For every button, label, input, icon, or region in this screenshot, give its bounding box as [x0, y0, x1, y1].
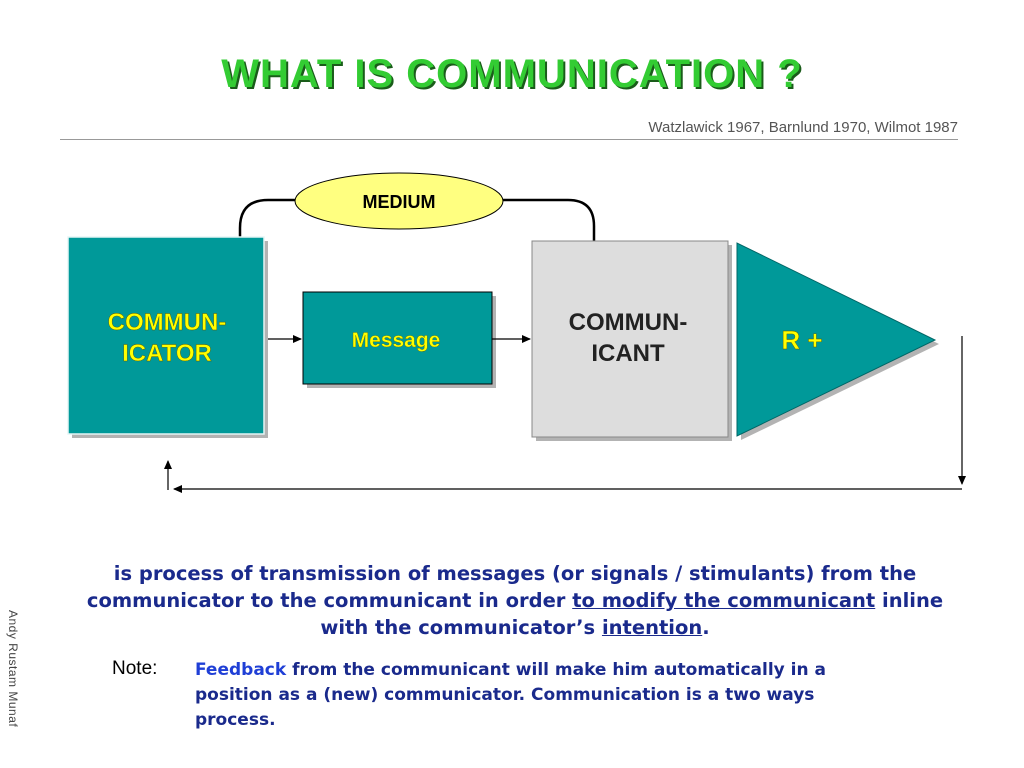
title-divider: [60, 139, 958, 140]
medium-link-right: [503, 198, 596, 256]
note-highlight: Feedback: [195, 660, 287, 680]
citation: Watzlawick 1967, Barnlund 1970, Wilmot 1…: [648, 119, 958, 136]
medium-ellipse: [294, 172, 504, 230]
definition-underline2: intention: [601, 616, 703, 639]
definition-part3: .: [702, 616, 710, 639]
medium-link-left: [236, 198, 296, 257]
message-box: [302, 291, 493, 385]
slide-title: WHAT IS COMMUNICATION ?: [221, 52, 803, 96]
note-label: Note:: [112, 658, 158, 679]
author-credit: Andy Rustam Munaf: [6, 610, 20, 728]
medium-label: MEDIUM: [363, 192, 436, 212]
communicator-label-line1: COMMUN-: [108, 309, 227, 336]
note-text: Feedback from the communicant will make …: [195, 658, 895, 733]
communicant-label-line2: ICANT: [591, 340, 665, 367]
communicator-box: [67, 236, 265, 435]
response-triangle: [736, 242, 937, 437]
message-label: Message: [352, 329, 441, 352]
definition-text: is process of transmission of messages (…: [60, 560, 970, 641]
communicator-label-line2: ICATOR: [122, 340, 212, 367]
communicant-box: [531, 240, 729, 438]
definition-underline1: to modify the communicant: [572, 589, 876, 612]
note-body: from the communicant will make him autom…: [195, 660, 826, 730]
response-label: R +: [781, 325, 822, 355]
communicant-label-line1: COMMUN-: [569, 309, 688, 336]
definition-part1: is process of transmission of messages (…: [86, 562, 917, 612]
definition-part2: inline with the communicator’s: [320, 589, 944, 639]
